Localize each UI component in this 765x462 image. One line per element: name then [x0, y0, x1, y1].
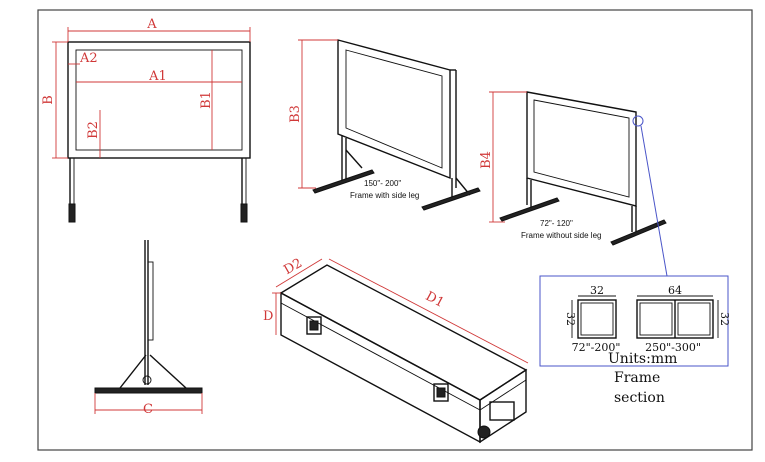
no-leg-screen-area: [533, 99, 630, 198]
dim-D-label: D: [263, 309, 273, 324]
case-wheel: [477, 425, 491, 439]
dim-D2-line: [275, 258, 323, 288]
section-left-range: 72"-200": [572, 341, 621, 354]
dim-C-label: C: [143, 402, 153, 417]
no-leg-name-caption: Frame without side leg: [521, 231, 601, 240]
carry-case-view: D D2 D1: [263, 256, 529, 444]
profile-foot: [94, 387, 203, 394]
section-left-height: 32: [564, 312, 577, 326]
side-leg-screen-area: [345, 49, 443, 169]
case-right-latch: [433, 383, 449, 402]
case-top: [279, 264, 528, 401]
side-leg-right-foot: [421, 187, 481, 211]
dim-D2-label: D2: [281, 256, 305, 278]
front-view: A A2 A1 B B1 B2: [41, 17, 251, 223]
detail-callout-leader: [640, 125, 668, 277]
dim-B4-label: B4: [479, 151, 494, 169]
case-handle: [489, 401, 515, 421]
dim-B3-label: B3: [288, 105, 303, 123]
no-leg-size-caption: 72"- 120": [540, 219, 573, 228]
side-leg-left-foot: [312, 169, 375, 194]
section-title-line1: Frame: [614, 370, 660, 386]
no-leg-right-foot: [610, 219, 667, 246]
front-right-foot: [240, 203, 248, 223]
case-left-latch: [306, 316, 322, 335]
no-leg-left-foot: [499, 197, 560, 222]
dim-A2-label: A2: [79, 51, 98, 66]
section-right-range: 250"-300": [645, 341, 701, 354]
frame-section-detail: 32 32 72"-200" 64 32 250"-300" Units:mm …: [539, 275, 731, 406]
detail-callout-circle: [632, 115, 644, 127]
profile-screen-clamp: [147, 261, 154, 341]
dim-B2-label: B2: [86, 121, 101, 139]
section-right-height: 32: [718, 312, 731, 326]
front-outer-frame: [67, 41, 251, 159]
side-leg-screen-frame: [337, 39, 451, 180]
side-leg-left-brace: [345, 149, 363, 169]
section-left-width: 32: [590, 284, 604, 297]
dim-B1-label: B1: [199, 91, 214, 109]
drawing-border: [37, 9, 753, 451]
side-profile-view: C: [94, 240, 203, 417]
front-screen-area: [75, 49, 243, 151]
no-leg-view: B4 72"- 120" Frame without side leg: [479, 91, 668, 277]
side-leg-size-caption: 150"- 200": [364, 179, 401, 188]
dim-A1-label: A1: [148, 69, 167, 84]
front-left-foot: [68, 203, 76, 223]
side-leg-view: B3 150"- 200" Frame with side leg: [288, 39, 481, 211]
dim-D1-line: [328, 258, 529, 364]
profile-front-brace: [119, 354, 147, 389]
case-front: [280, 291, 481, 444]
section-title-line2: section: [614, 390, 665, 406]
section-right-width: 64: [668, 284, 682, 297]
dim-B-label: B: [41, 95, 56, 105]
dim-A-label: A: [146, 17, 157, 32]
section-box: [539, 275, 729, 367]
dim-D1-label: D1: [423, 289, 447, 311]
profile-rear-brace: [149, 354, 187, 389]
section-units: Units:mm: [608, 351, 677, 367]
side-leg-name-caption: Frame with side leg: [350, 191, 419, 200]
section-profile-single: [577, 299, 617, 339]
